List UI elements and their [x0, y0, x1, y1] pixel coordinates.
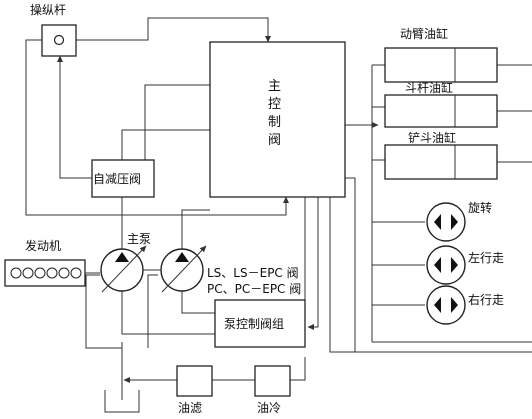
valves-label-line1: LS、LS－EPC 阀 — [207, 266, 299, 280]
joystick: 操纵杆 — [30, 2, 77, 57]
hydraulic-lines — [25, 17, 532, 413]
arm-cylinder-label: 斗杆油缸 — [405, 80, 453, 95]
main-valve-char-4: 阀 — [268, 133, 281, 148]
main-control-valve: 主 控 制 阀 — [209, 41, 346, 198]
engine: 发动机 — [4, 238, 100, 287]
oil-filter-label: 油滤 — [178, 401, 202, 414]
travel-left-label: 左行走 — [468, 250, 504, 265]
boom-cylinder: 动臂油缸 — [384, 26, 532, 83]
oil-cooler: 油冷 — [254, 365, 291, 415]
arm-cylinder: 斗杆油缸 — [384, 80, 532, 128]
main-pump-label: 主泵 — [127, 232, 151, 246]
main-valve-char-3: 制 — [268, 115, 281, 130]
travel-right-motor: 右行走 — [426, 285, 504, 325]
bucket-cylinder: 铲斗油缸 — [384, 130, 532, 180]
joystick-label: 操纵杆 — [30, 2, 66, 17]
valves-label-line2: PC、PC－EPC 阀 — [207, 282, 301, 296]
pressure-reducing-valve: 自减压阀 — [91, 159, 155, 198]
bucket-cylinder-label: 铲斗油缸 — [408, 130, 456, 145]
main-pump-2 — [160, 245, 207, 293]
pump-control-group-label: 泵控制阀组 — [224, 317, 284, 331]
oil-filter: 油滤 — [176, 365, 213, 415]
pressure-reducing-valve-label: 自减压阀 — [93, 172, 141, 186]
pump-control-valve-group: 泵控制阀组 — [214, 299, 306, 348]
travel-right-label: 右行走 — [468, 292, 504, 307]
oil-cooler-label: 油冷 — [257, 401, 281, 414]
swing-label: 旋转 — [468, 200, 492, 215]
engine-label: 发动机 — [25, 238, 61, 253]
main-valve-char-2: 控 — [268, 97, 281, 112]
boom-cylinder-label: 动臂油缸 — [400, 26, 448, 41]
main-pump-1 — [100, 245, 147, 293]
travel-left-motor: 左行走 — [426, 245, 504, 285]
swing-motor: 旋转 — [426, 200, 492, 242]
main-valve-char-1: 主 — [268, 79, 281, 94]
